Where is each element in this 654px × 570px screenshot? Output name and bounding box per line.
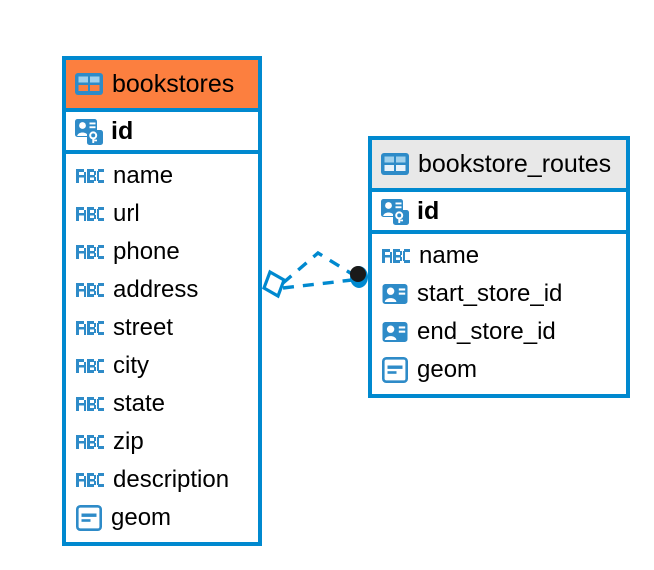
text-type-icon <box>76 470 104 490</box>
field-row[interactable]: city <box>66 347 258 385</box>
field-list-bookstore-routes: name start_store_id <box>372 234 626 393</box>
field-row[interactable]: end_store_id <box>372 313 626 351</box>
field-row[interactable]: address <box>66 271 258 309</box>
field-row[interactable]: geom <box>66 499 258 537</box>
relationship-line-start-store-id <box>281 250 353 285</box>
table-icon <box>75 72 103 96</box>
text-type-icon <box>76 204 104 224</box>
field-list-bookstores: name u <box>66 154 258 541</box>
entity-header-bookstore-routes[interactable]: bookstore_routes <box>372 140 626 188</box>
field-row[interactable]: zip <box>66 423 258 461</box>
entity-title: bookstores <box>112 69 235 98</box>
relationship-line-end-store-id <box>282 278 353 290</box>
field-label: zip <box>113 428 144 455</box>
geometry-type-icon <box>75 504 102 531</box>
field-row[interactable]: street <box>66 309 258 347</box>
filled-circle-marker <box>350 266 368 288</box>
field-label: street <box>113 314 174 341</box>
field-label: city <box>113 352 149 379</box>
field-label: phone <box>113 238 180 265</box>
foreign-key-icon <box>382 281 408 307</box>
primary-key-label: id <box>417 196 440 225</box>
primary-key-label: id <box>111 116 134 145</box>
field-label: name <box>113 162 174 189</box>
field-label: geom <box>417 356 478 383</box>
entity-title: bookstore_routes <box>418 149 612 178</box>
primary-key-icon <box>381 197 409 225</box>
text-type-icon <box>382 246 410 266</box>
text-type-icon <box>76 356 104 376</box>
field-label: end_store_id <box>417 318 556 345</box>
geometry-type-icon <box>381 356 408 383</box>
text-type-icon <box>76 242 104 262</box>
entity-bookstore-routes[interactable]: bookstore_routes id <box>368 136 630 398</box>
text-type-icon <box>76 166 104 186</box>
field-label: description <box>113 466 230 493</box>
field-label: geom <box>111 504 172 531</box>
primary-key-icon <box>75 117 103 145</box>
field-row[interactable]: state <box>66 385 258 423</box>
field-row[interactable]: name <box>66 157 258 195</box>
field-label: name <box>419 242 480 269</box>
text-type-icon <box>76 394 104 414</box>
field-label: start_store_id <box>417 280 563 307</box>
primary-key-row[interactable]: id <box>66 108 258 154</box>
field-label: url <box>113 200 140 227</box>
field-label: address <box>113 276 199 303</box>
field-row[interactable]: start_store_id <box>372 275 626 313</box>
field-row[interactable]: url <box>66 195 258 233</box>
entity-header-bookstores[interactable]: bookstores <box>66 60 258 108</box>
field-row[interactable]: name <box>372 237 626 275</box>
primary-key-row[interactable]: id <box>372 188 626 234</box>
entity-bookstores[interactable]: bookstores id <box>62 56 262 546</box>
table-icon <box>381 152 409 176</box>
field-row[interactable]: phone <box>66 233 258 271</box>
text-type-icon <box>76 318 104 338</box>
text-type-icon <box>76 280 104 300</box>
field-label: state <box>113 390 166 417</box>
diamond-marker <box>262 269 286 299</box>
field-row[interactable]: description <box>66 461 258 499</box>
text-type-icon <box>76 432 104 452</box>
foreign-key-icon <box>382 319 408 345</box>
field-row[interactable]: geom <box>372 351 626 389</box>
